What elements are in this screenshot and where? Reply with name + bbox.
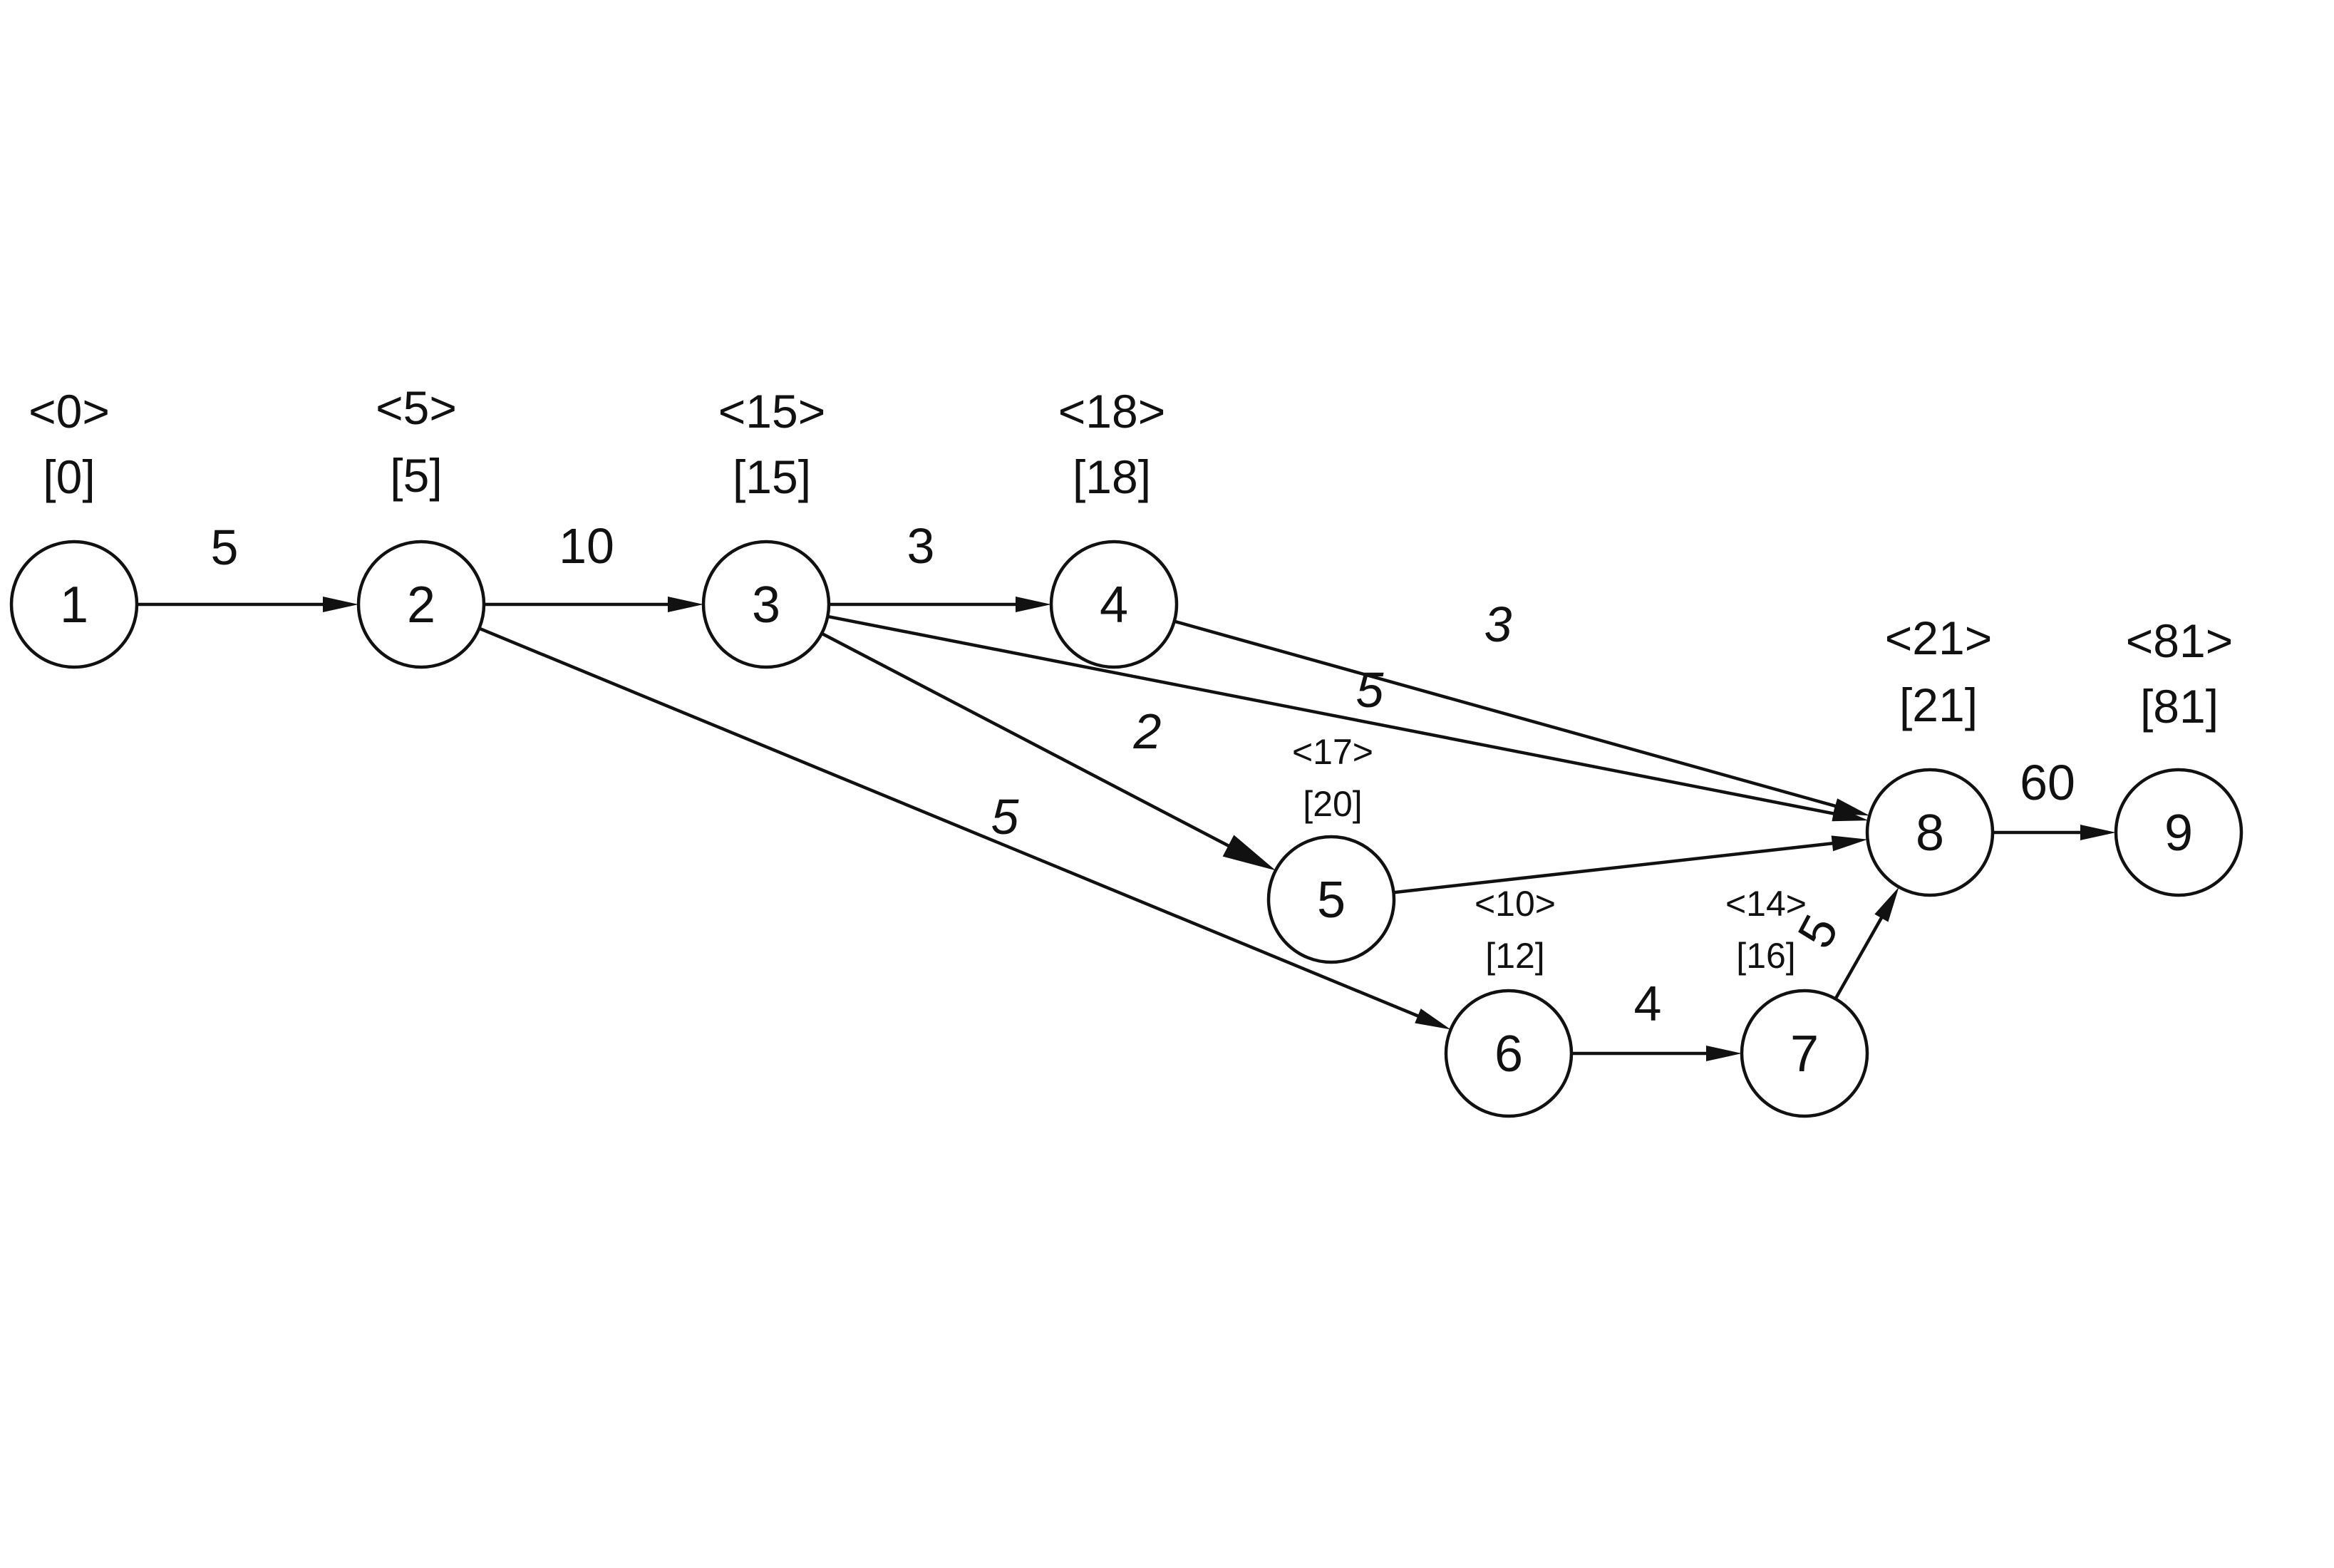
- edge-line-3-5: [820, 631, 1232, 849]
- node-circle: [1049, 540, 1179, 669]
- edge-weight-label: 4: [1634, 976, 1662, 1031]
- arrowhead-icon: [1222, 835, 1276, 871]
- node-1: 1: [9, 540, 139, 669]
- edge-weight-label: 10: [559, 518, 614, 574]
- edge-3-5: [820, 631, 1276, 871]
- node-number-label: 7: [1790, 1026, 1819, 1083]
- node-4: 4: [1049, 540, 1179, 669]
- late-time-label: [0]: [43, 450, 95, 503]
- late-time-label: [5]: [390, 449, 442, 502]
- arrowhead-icon: [668, 597, 703, 612]
- late-time-label: [81]: [2140, 680, 2219, 733]
- node-3: 3: [701, 540, 831, 669]
- edge-weight-label: 5: [991, 789, 1020, 845]
- early-time-label: <81>: [2126, 614, 2234, 667]
- edge-weight-label: 3: [907, 518, 935, 574]
- late-time-label: [12]: [1485, 936, 1544, 976]
- early-time-label: <10>: [1475, 884, 1556, 924]
- early-time-label: <5>: [376, 381, 457, 434]
- arrowhead-icon: [1832, 805, 1869, 822]
- arrowhead-icon: [323, 597, 358, 612]
- edge-2-3: [484, 597, 703, 612]
- node-number-label: 8: [1916, 805, 1944, 862]
- edge-6-7: [1571, 1046, 1742, 1061]
- early-time-label: <21>: [1885, 612, 1993, 664]
- edge-7-8: [1834, 887, 1899, 1000]
- edge-weight-label: 5: [211, 520, 239, 575]
- early-time-label: <0>: [29, 385, 110, 438]
- edge-weight-label: 3: [1484, 597, 1512, 652]
- early-time-label: <15>: [718, 385, 826, 438]
- early-time-label: <18>: [1058, 385, 1166, 438]
- node-circle: [1740, 989, 1869, 1118]
- node-circle: [9, 540, 139, 669]
- node-5: 5: [1266, 835, 1396, 964]
- node-circle: [1865, 768, 1995, 897]
- arrowhead-icon: [2080, 825, 2116, 840]
- node-number-label: 2: [407, 577, 435, 634]
- edge-line-7-8: [1834, 914, 1884, 1000]
- node-number-label: 9: [2164, 805, 2193, 862]
- node-number-label: 1: [60, 577, 88, 634]
- edge-weight-label: 60: [2020, 755, 2075, 810]
- arrowhead-icon: [1706, 1046, 1742, 1061]
- node-8: 8: [1865, 768, 1995, 897]
- arrowhead-icon: [1831, 835, 1868, 852]
- labels-layer: 5 10 3 3 5 2 5 4 5 60 <0> [0] <5> [5] <15> [15] <18> [18]…: [29, 381, 2233, 1031]
- late-time-label: [18]: [1073, 450, 1151, 503]
- edge-line-4-8: [1174, 619, 1839, 809]
- edge-4-8: [1174, 619, 1870, 816]
- node-circle: [701, 540, 831, 669]
- edge-3-4: [829, 597, 1051, 612]
- node-number-label: 4: [1100, 577, 1128, 634]
- arrowhead-icon: [1874, 887, 1899, 922]
- late-time-label: [21]: [1899, 679, 1978, 731]
- early-time-label: <17>: [1292, 732, 1373, 772]
- edge-line-5-8: [1393, 841, 1836, 894]
- edge-3-8: [827, 614, 1869, 822]
- nodes-layer: 1 2 3 4 5 6 7 8 9: [9, 540, 2243, 1118]
- edge-weight-label: 5: [1356, 662, 1385, 718]
- node-2: 2: [356, 540, 486, 669]
- edge-2-6: [478, 626, 1451, 1030]
- edge-weight-label: 2: [1133, 703, 1162, 759]
- node-circle: [2114, 768, 2243, 897]
- late-time-label: [15]: [733, 450, 811, 503]
- node-7: 7: [1740, 989, 1869, 1118]
- edge-1-2: [137, 597, 358, 612]
- arrowhead-icon: [1016, 597, 1051, 612]
- node-number-label: 6: [1494, 1026, 1523, 1083]
- late-time-label: [16]: [1736, 936, 1795, 976]
- edge-line-3-8: [827, 614, 1837, 816]
- late-time-label: [20]: [1303, 784, 1362, 824]
- arrowhead-icon: [1415, 1009, 1451, 1030]
- edge-8-9: [1993, 825, 2116, 840]
- node-number-label: 3: [752, 577, 780, 634]
- edge-line-2-6: [478, 626, 1421, 1018]
- node-circle: [356, 540, 486, 669]
- node-number-label: 5: [1317, 872, 1346, 929]
- node-9: 9: [2114, 768, 2243, 897]
- edges-layer: [137, 597, 2116, 1061]
- node-6: 6: [1444, 989, 1574, 1118]
- node-circle: [1266, 835, 1396, 964]
- early-time-label: <14>: [1725, 884, 1807, 924]
- node-circle: [1444, 989, 1574, 1118]
- edge-5-8: [1393, 835, 1868, 894]
